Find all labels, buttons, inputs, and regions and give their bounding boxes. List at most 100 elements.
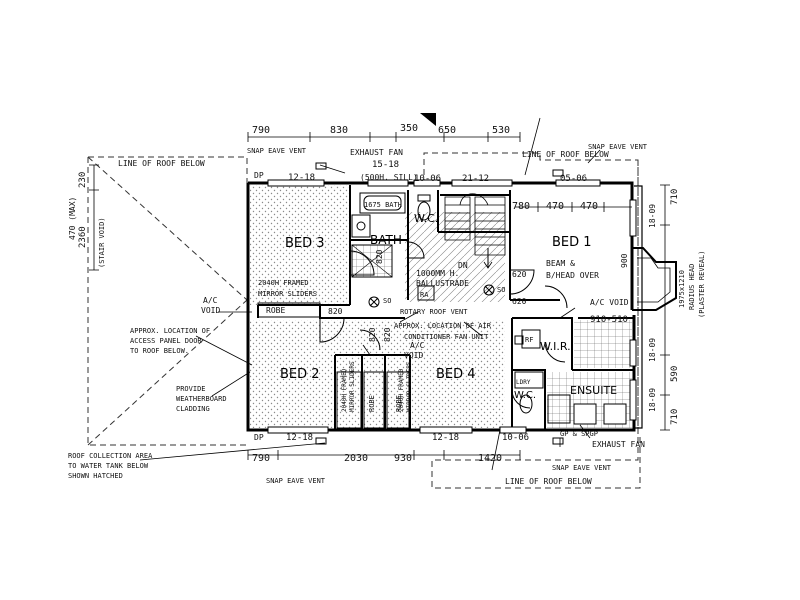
dim-bottom-930: 930: [394, 453, 412, 464]
note-mirror-bed3-a: 2040H FRAMED: [258, 279, 309, 287]
dim-top-790: 790: [252, 125, 270, 136]
door-820-b: 820: [375, 249, 384, 264]
window-top-05-06: 05-06: [560, 174, 587, 184]
note-beam-a: BEAM &: [546, 259, 575, 268]
note-mirror-bed4-b: MIRROR SLIDERS: [406, 361, 413, 412]
window-bottom-12-18b: 12-18: [432, 433, 459, 443]
bathroom-fixtures: [351, 192, 431, 278]
room-label-bed1: BED 1: [552, 235, 592, 250]
exhaust-code: 15-18: [372, 160, 399, 170]
robes: [257, 285, 541, 429]
note-roof-collection-a: ROOF COLLECTION AREA: [68, 452, 153, 460]
note-line-of-roof-top-right: LINE OF ROOF BELOW: [522, 150, 609, 159]
room-label-bath: BATH: [370, 233, 402, 247]
dim-left-stair-void: (STAIR VOID): [98, 217, 106, 268]
note-aircon-a: APPROX. LOCATION OF AIR: [394, 322, 492, 330]
room-label-bed2: BED 2: [280, 367, 320, 382]
door-820-c: 820: [368, 327, 377, 342]
note-ac-void-left-a: A/C: [203, 296, 218, 305]
room-label-bed4: BED 4: [436, 367, 476, 382]
note-ac-void-mid-a: A/C: [410, 341, 425, 350]
door-620-b: 620: [512, 297, 527, 306]
robe-bed2: ROBE: [368, 395, 376, 412]
note-access-b: ACCESS PANEL DOOR: [130, 337, 202, 345]
roof-collection-hatch: [250, 185, 505, 428]
dim-right-710b: 710: [670, 409, 680, 425]
door-820-a: 820: [328, 307, 343, 316]
dim-bottom-2030: 2030: [344, 453, 368, 464]
note-weatherboard-a: PROVIDE: [176, 385, 206, 393]
note-snap-eave-top-right: SNAP EAVE VENT: [588, 143, 648, 151]
dim-top-530: 530: [492, 125, 510, 136]
note-beam-b: B/HEAD OVER: [546, 271, 599, 280]
dimension-lines: [89, 132, 670, 460]
note-aircon-b: CONDITIONER FAN UNIT: [404, 333, 489, 341]
fixture-so-b: SO: [497, 286, 505, 294]
note-line-of-roof-top: LINE OF ROOF BELOW: [118, 159, 205, 168]
note-ac-void-right: A/C VOID: [590, 298, 629, 307]
window-bottom-10-06: 10-06: [502, 433, 529, 443]
wir-window-code: 910-510: [590, 315, 628, 325]
dim-left-230: 230: [78, 172, 88, 188]
dim-left-470max: 470 (MAX): [68, 197, 77, 240]
window-right-18-09a: 18-09: [648, 204, 657, 228]
dim-bottom-790: 790: [252, 453, 270, 464]
dim-bed1-470a: 470: [546, 201, 564, 212]
radius-head-note: (PLASTER REVEAL): [698, 251, 706, 318]
note-access-c: TO ROOF BELOW.: [130, 347, 189, 355]
door-620-a: 620: [512, 270, 527, 279]
room-label-wc-top: W.C.: [414, 212, 438, 225]
ensuite-fixtures: [514, 320, 633, 428]
window-right-18-09c: 18-09: [648, 388, 657, 412]
fixture-ldry: LDRY: [516, 379, 531, 386]
robe-bed4: ROBE: [395, 395, 403, 412]
window-bottom-12-18a: 12-18: [286, 433, 313, 443]
dim-left-2360: 2360: [78, 226, 88, 248]
radius-head-size: 1975x1210: [678, 270, 686, 308]
radius-head-label: RADIUS HEAD: [688, 264, 696, 310]
fixture-ra: RA: [420, 291, 429, 299]
dim-top-830: 830: [330, 125, 348, 136]
note-roof-collection-b: TO WATER TANK BELOW: [68, 462, 149, 470]
room-label-ensuite: ENSUITE: [570, 384, 617, 397]
windows: [267, 179, 637, 434]
window-dp-bottom: DP: [254, 433, 264, 442]
note-snap-eave-top-left: SNAP EAVE VENT: [247, 147, 307, 155]
dim-top-650: 650: [438, 125, 456, 136]
note-roof-collection-c: SHOWN HATCHED: [68, 472, 123, 480]
dim-bed1-900: 900: [620, 253, 629, 268]
vent-symbols: [315, 162, 564, 445]
dim-bed1-780: 780: [512, 201, 530, 212]
dim-bed1-470b: 470: [580, 201, 598, 212]
window-top-12-18: 12-18: [288, 173, 315, 183]
door-820-d: 820: [383, 327, 392, 342]
note-mirror-bed4-a: 2040H FRAMED: [398, 368, 405, 412]
room-label-wc-bottom: W.C.: [514, 390, 536, 401]
note-ac-void-left-b: VOID: [201, 306, 220, 315]
exhaust-sill: (500H. SILL): [360, 173, 418, 182]
note-weatherboard-b: WEATHERBOARD: [176, 395, 227, 403]
note-mirror-bed3-b: MIRROR SLIDERS: [258, 290, 317, 298]
gp-spgp: GP & SPGP: [560, 430, 598, 438]
dim-bottom-1420: 1420: [478, 453, 502, 464]
note-line-of-roof-bottom: LINE OF ROOF BELOW: [505, 477, 592, 486]
note-ballustrade-b: BALLUSTRADE: [416, 279, 469, 288]
staircase: [444, 193, 506, 269]
leader-lines: [139, 117, 601, 471]
window-top-21-12: 21-12: [462, 174, 489, 184]
note-exhaust-fan-top: EXHAUST FAN: [350, 148, 403, 157]
note-snap-eave-bottom-left: SNAP EAVE VENT: [266, 477, 326, 485]
note-ballustrade-a: 1000MM H.: [416, 269, 459, 278]
bath-size: 1675 BATH: [364, 201, 402, 209]
note-rotary-vent: ROTARY ROOF VENT: [400, 308, 468, 316]
internal-walls: [257, 185, 634, 430]
window-top-10-06: 10-06: [414, 174, 441, 184]
stair-dn: DN: [458, 261, 468, 270]
room-label-wir: W.I.R.: [540, 340, 571, 353]
window-dp-top: DP: [254, 171, 264, 180]
note-access-a: APPROX. LOCATION OF: [130, 327, 210, 335]
north-marker: [420, 113, 436, 126]
robe-bed3: ROBE: [266, 306, 285, 315]
fixture-so-a: SO: [383, 297, 391, 305]
